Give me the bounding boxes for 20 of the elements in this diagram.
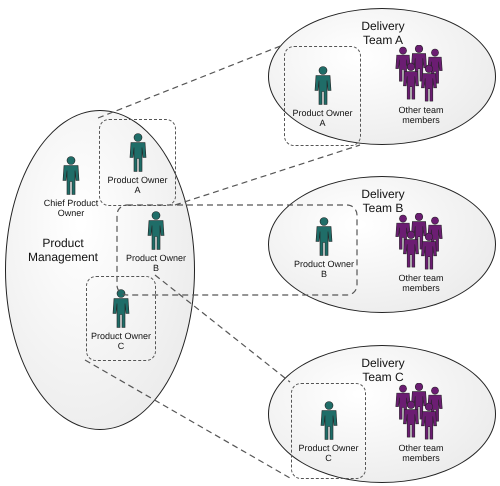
connector-line bbox=[84, 274, 291, 479]
group-title: Delivery Team B bbox=[360, 187, 406, 215]
role-caption: Product Owner B bbox=[125, 253, 187, 273]
connector-line bbox=[97, 44, 361, 206]
role-caption: Product Owner C bbox=[90, 330, 152, 350]
role-caption: Other team members bbox=[397, 443, 445, 463]
role-caption: Product Owner A bbox=[106, 174, 168, 194]
group-title: Delivery Team A bbox=[360, 19, 406, 47]
role-caption: Product Owner C bbox=[298, 443, 360, 463]
role-caption: Product Owner B bbox=[293, 259, 355, 279]
role-caption: Other team members bbox=[397, 273, 445, 293]
role-caption: Chief Product Owner bbox=[42, 198, 100, 218]
role-caption: Other team members bbox=[397, 105, 445, 125]
dashed-frame bbox=[86, 276, 156, 361]
dashed-frame bbox=[99, 119, 176, 206]
dashed-frame bbox=[291, 383, 366, 479]
dashed-frame bbox=[284, 46, 361, 146]
role-caption: Product Owner A bbox=[292, 108, 354, 128]
group-title: Product Management bbox=[26, 236, 100, 264]
group-title: Delivery Team C bbox=[360, 356, 406, 384]
